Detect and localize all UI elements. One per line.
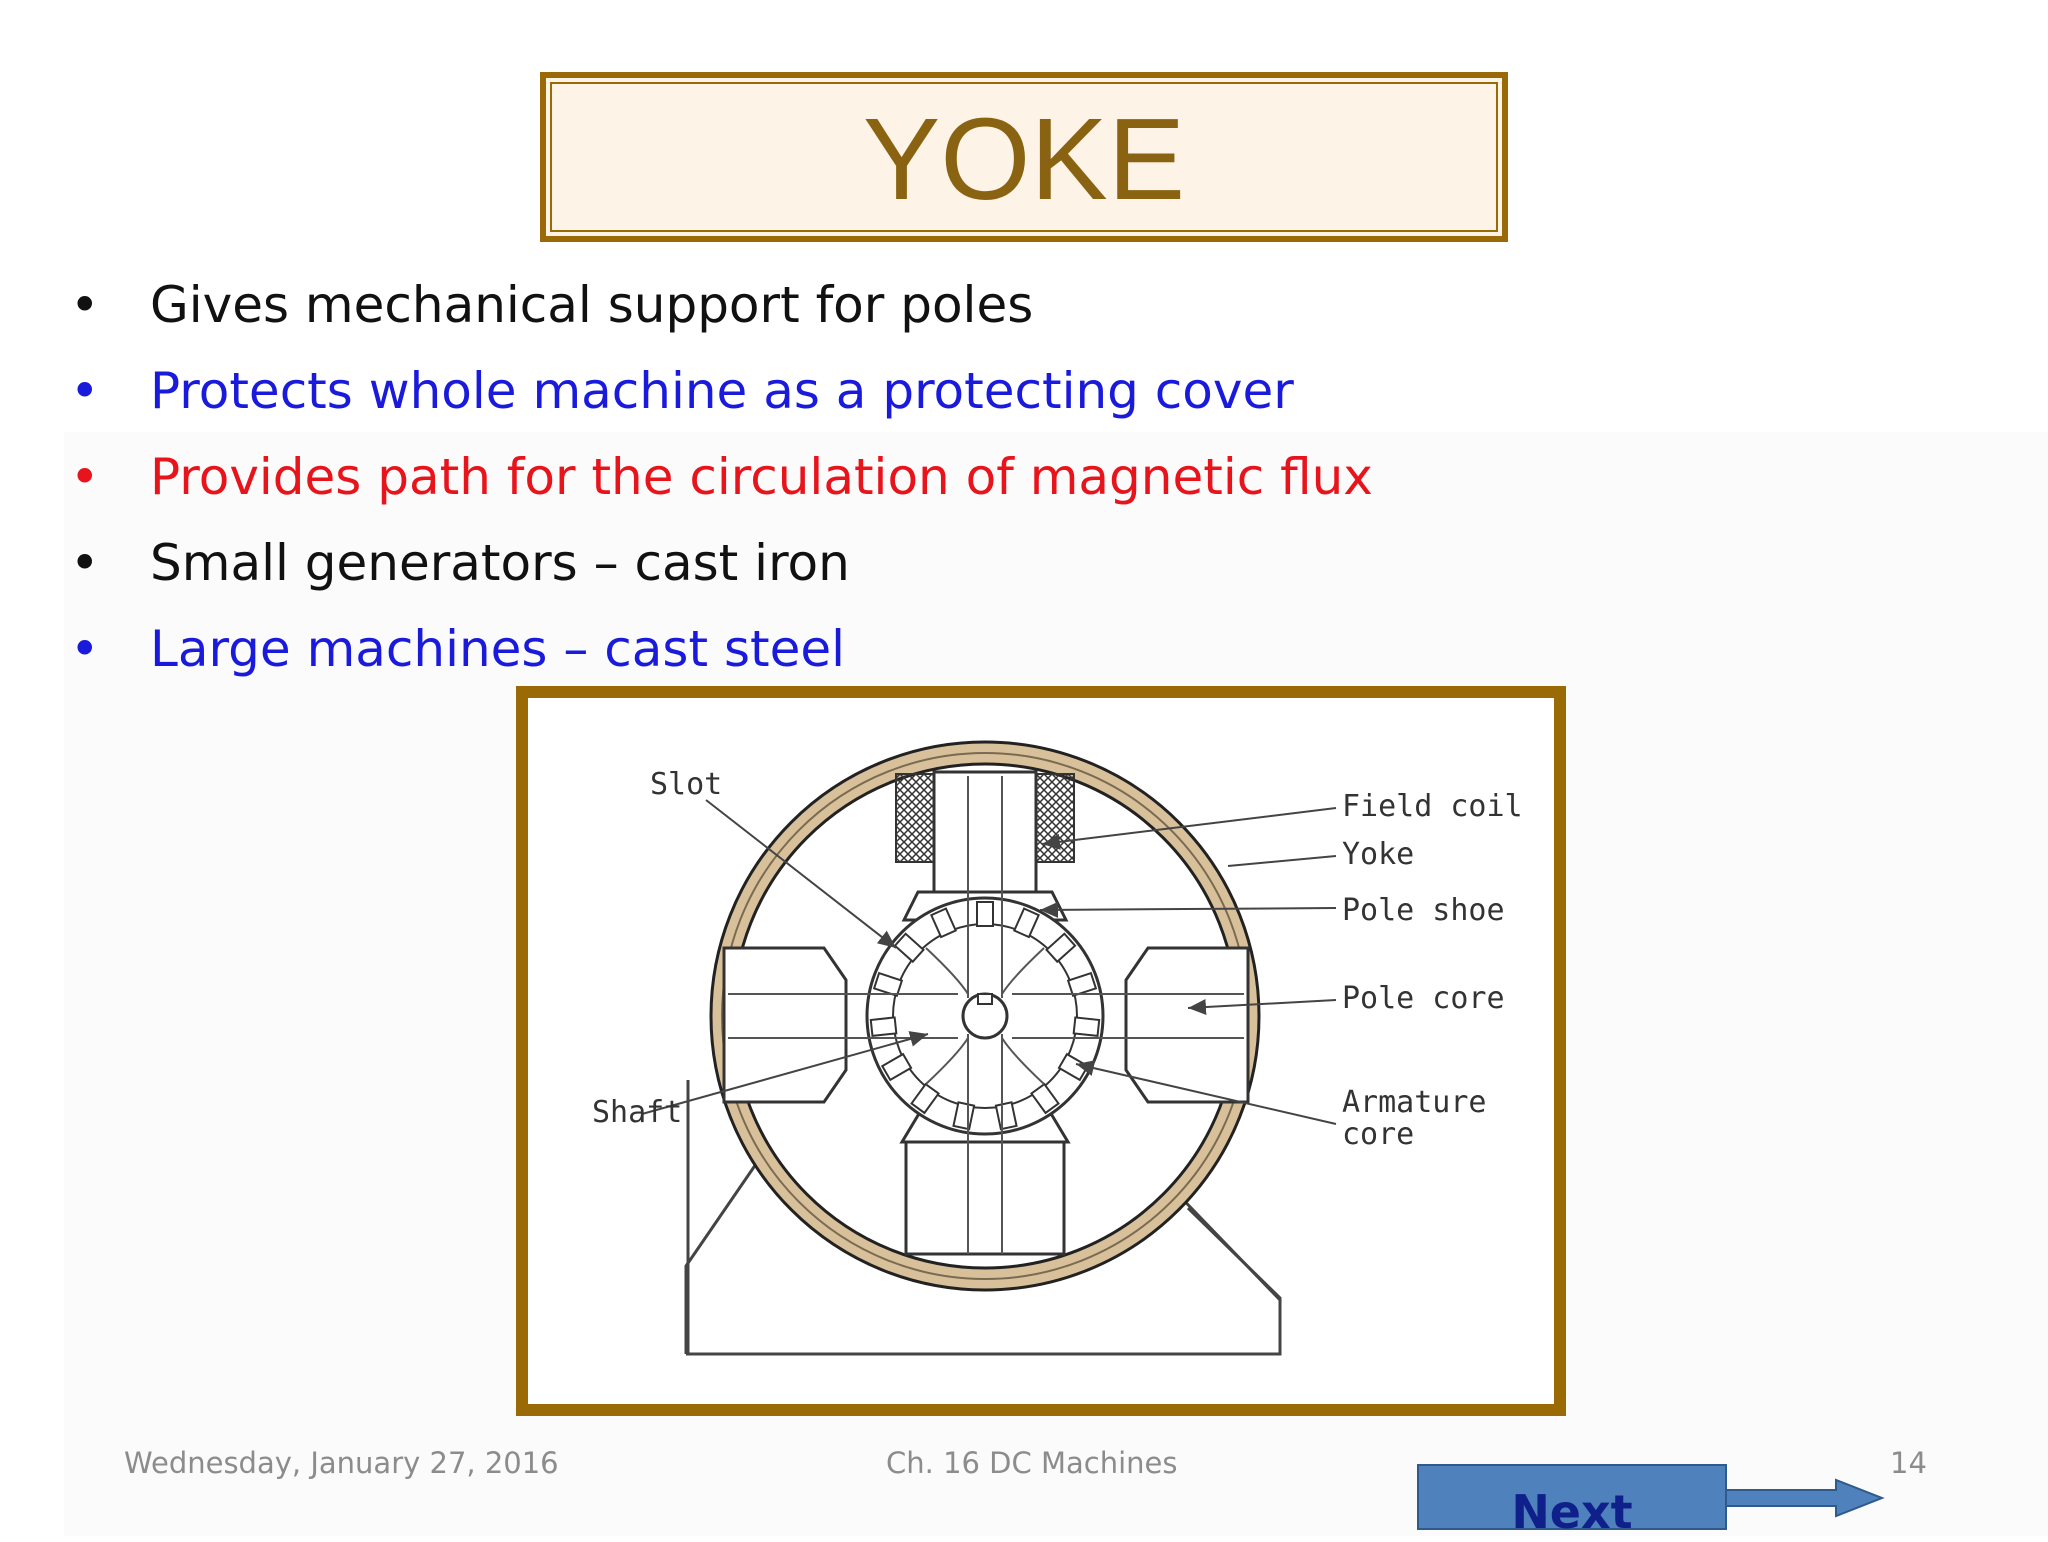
next-button[interactable]: Next [1417,1464,1727,1539]
footer-page-number: 14 [1890,1446,1927,1480]
bullet-item: • Small generators – cast iron [70,520,1373,606]
slide-title: YOKE [862,94,1186,224]
next-button-label: Next [1511,1485,1633,1539]
bullet-text: Gives mechanical support for poles [150,276,1034,334]
right-arrow-icon[interactable] [1726,1478,1886,1518]
dc-machine-figure: Slot Field coil Yoke Pole shoe Pole core… [516,686,1566,1416]
bullet-dot-icon: • [70,276,100,334]
bullet-text: Small generators – cast iron [150,534,850,592]
label-shaft: Shaft [592,1095,682,1130]
bullet-item: • Provides path for the circulation of m… [70,434,1373,520]
bullet-text: Large machines – cast steel [150,620,846,678]
label-armature-core-line2: core [1342,1117,1414,1152]
top-pole-core [932,770,1038,894]
leader-lines [641,799,1337,1125]
bullet-text: Provides path for the circulation of mag… [150,448,1373,506]
bottom-pole-core [904,1140,1066,1256]
bullet-list: • Gives mechanical support for poles • P… [70,262,1373,692]
footer-chapter: Ch. 16 DC Machines [886,1446,1178,1480]
dc-machine-diagram: Slot Field coil Yoke Pole shoe Pole core… [592,740,1523,1356]
label-yoke: Yoke [1342,837,1414,872]
bullet-dot-icon: • [70,448,100,506]
label-pole-shoe: Pole shoe [1342,893,1505,928]
field-coil-right [1035,773,1075,863]
title-box: YOKE [540,72,1508,242]
label-field-coil: Field coil [1342,789,1523,824]
bullet-dot-icon: • [70,620,100,678]
left-pole [722,946,848,1104]
footer-date: Wednesday, January 27, 2016 [124,1446,559,1480]
base-right-leg [686,1206,1282,1356]
bullet-item: • Large machines – cast steel [70,606,1373,692]
bullet-item: • Protects whole machine as a protecting… [70,348,1373,434]
label-slot: Slot [650,767,722,802]
bullet-dot-icon: • [70,534,100,592]
label-pole-core: Pole core [1342,981,1505,1016]
bullet-item: • Gives mechanical support for poles [70,262,1373,348]
right-pole [1124,946,1250,1104]
bullet-dot-icon: • [70,362,100,420]
bullet-text: Protects whole machine as a protecting c… [150,362,1294,420]
base-left-leg [684,1163,758,1354]
field-coil-left [895,773,935,863]
label-armature-core-line1: Armature [1342,1085,1487,1120]
title-inner-border [550,82,1498,232]
shaft-key [977,993,993,1005]
